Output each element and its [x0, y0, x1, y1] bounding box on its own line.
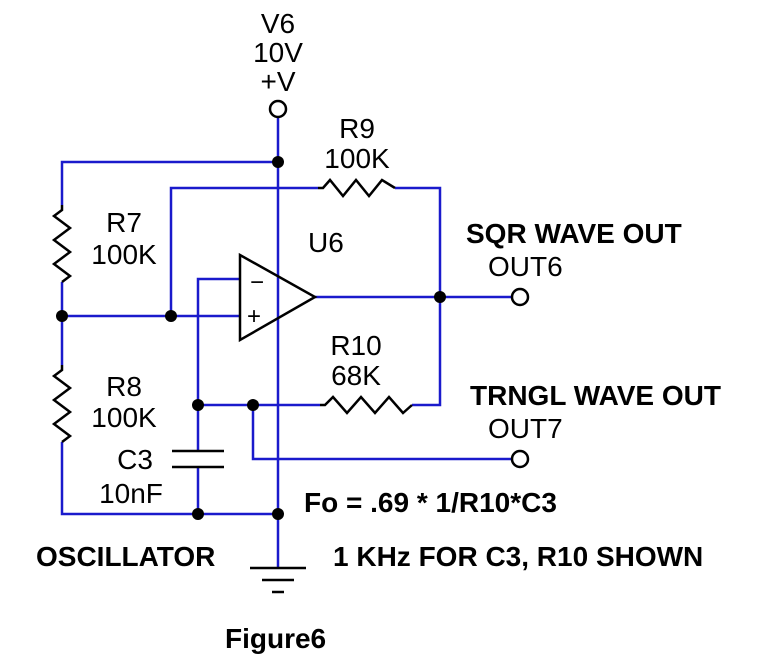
- out7-title: TRNGL WAVE OUT: [470, 380, 721, 411]
- r8-resistor: [51, 365, 73, 443]
- frequency-formula: Fo = .69 * 1/R10*C3: [304, 487, 557, 518]
- opamp-minus-symbol: −: [250, 269, 264, 296]
- minus-input-wire: [196, 277, 240, 451]
- r7-ref: R7: [106, 207, 142, 238]
- supply-value: 10V: [253, 37, 303, 68]
- junction-dot: [272, 156, 284, 168]
- supply-net: +V: [260, 66, 295, 97]
- junction-dot: [247, 399, 259, 411]
- r9-resistor: [318, 178, 396, 198]
- junction-dot: [272, 508, 284, 520]
- c3-ref: C3: [117, 444, 153, 475]
- junctions: [56, 156, 446, 520]
- circuit-name: OSCILLATOR: [36, 541, 215, 572]
- r10-resistor: [320, 395, 413, 415]
- frequency-note: 1 KHz FOR C3, R10 SHOWN: [333, 541, 703, 572]
- opamp-ref: U6: [308, 227, 344, 258]
- components: [51, 99, 530, 594]
- opamp-body: [238, 252, 318, 343]
- junction-dot: [192, 399, 204, 411]
- out6-title: SQR WAVE OUT: [466, 218, 682, 249]
- r9-left-wire: [169, 186, 318, 316]
- wires: [60, 117, 512, 568]
- supply-name: V6: [261, 8, 295, 39]
- r10-ref: R10: [330, 330, 381, 361]
- r10-value: 68K: [331, 360, 381, 391]
- top-rail-wire: [60, 160, 278, 205]
- out6-node: OUT6: [488, 251, 563, 282]
- r9-ref: R9: [339, 113, 375, 144]
- junction-dot: [192, 508, 204, 520]
- supply-terminal: [268, 99, 288, 119]
- out6-terminal: [510, 287, 530, 307]
- r8-value: 100K: [91, 402, 157, 433]
- c3-value: 10nF: [99, 478, 163, 509]
- opamp-plus-symbol: +: [247, 303, 261, 330]
- out7-node: OUT7: [488, 413, 563, 444]
- r7-value: 100K: [91, 239, 157, 270]
- junction-dot: [434, 291, 446, 303]
- r9-value: 100K: [324, 143, 390, 174]
- junction-dot: [165, 310, 177, 322]
- r8-ref: R8: [106, 371, 142, 402]
- trngl-output-wire: [251, 405, 512, 461]
- junction-dot: [56, 310, 68, 322]
- r7-resistor: [51, 205, 73, 283]
- out7-terminal: [510, 449, 530, 469]
- divider-bottom-wire: [60, 442, 278, 516]
- figure-label: Figure6: [225, 623, 326, 654]
